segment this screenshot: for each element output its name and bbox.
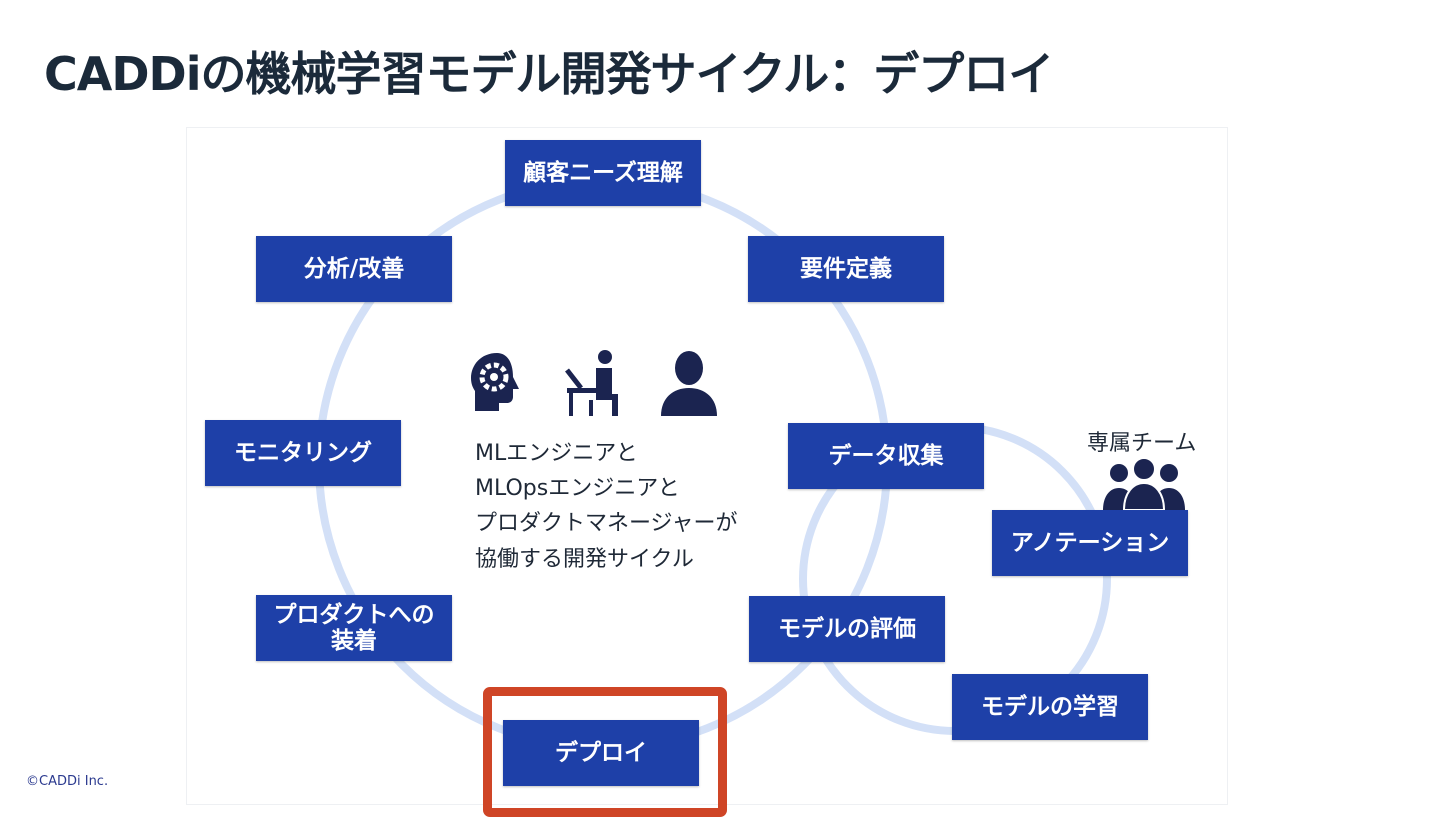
step-data-collection: データ収集 xyxy=(788,423,984,489)
step-product-integration: プロダクトへの装着 xyxy=(256,595,452,661)
description-line: 協働する開発サイクル xyxy=(475,546,694,572)
step-customer-needs: 顧客ニーズ理解 xyxy=(505,140,701,206)
cycle-description: MLエンジニアと MLOpsエンジニアと プロダクトマネージャーが 協働する開発… xyxy=(475,436,737,577)
description-line: プロダクトマネージャーが xyxy=(475,511,738,537)
brain-gear-icon xyxy=(471,353,519,411)
step-model-evaluation: モデルの評価 xyxy=(749,596,945,662)
page-title: CADDiの機械学習モデル開発サイクル：デプロイ xyxy=(44,47,1054,101)
team-icon xyxy=(1103,458,1185,510)
description-line: MLOpsエンジニアと xyxy=(475,476,680,502)
dedicated-team-label: 専属チーム xyxy=(1087,431,1197,456)
step-deploy: デプロイ xyxy=(503,720,699,786)
step-annotation: アノテーション xyxy=(992,510,1188,576)
person-icon xyxy=(661,351,717,416)
description-line: MLエンジニアと xyxy=(475,441,638,466)
copyright: ©CADDi Inc. xyxy=(26,774,109,789)
step-model-training: モデルの学習 xyxy=(952,674,1148,740)
step-requirements: 要件定義 xyxy=(748,236,944,302)
step-monitoring: モニタリング xyxy=(205,420,401,486)
person-at-desk-icon xyxy=(565,350,618,416)
deploy-highlight-frame xyxy=(483,687,727,817)
step-analysis-improvement: 分析/改善 xyxy=(256,236,452,302)
ml-cycle-diagram: 顧客ニーズ理解 要件定義 データ収集 モデルの評価 デプロイ プロダクトへの装着… xyxy=(186,127,1228,817)
